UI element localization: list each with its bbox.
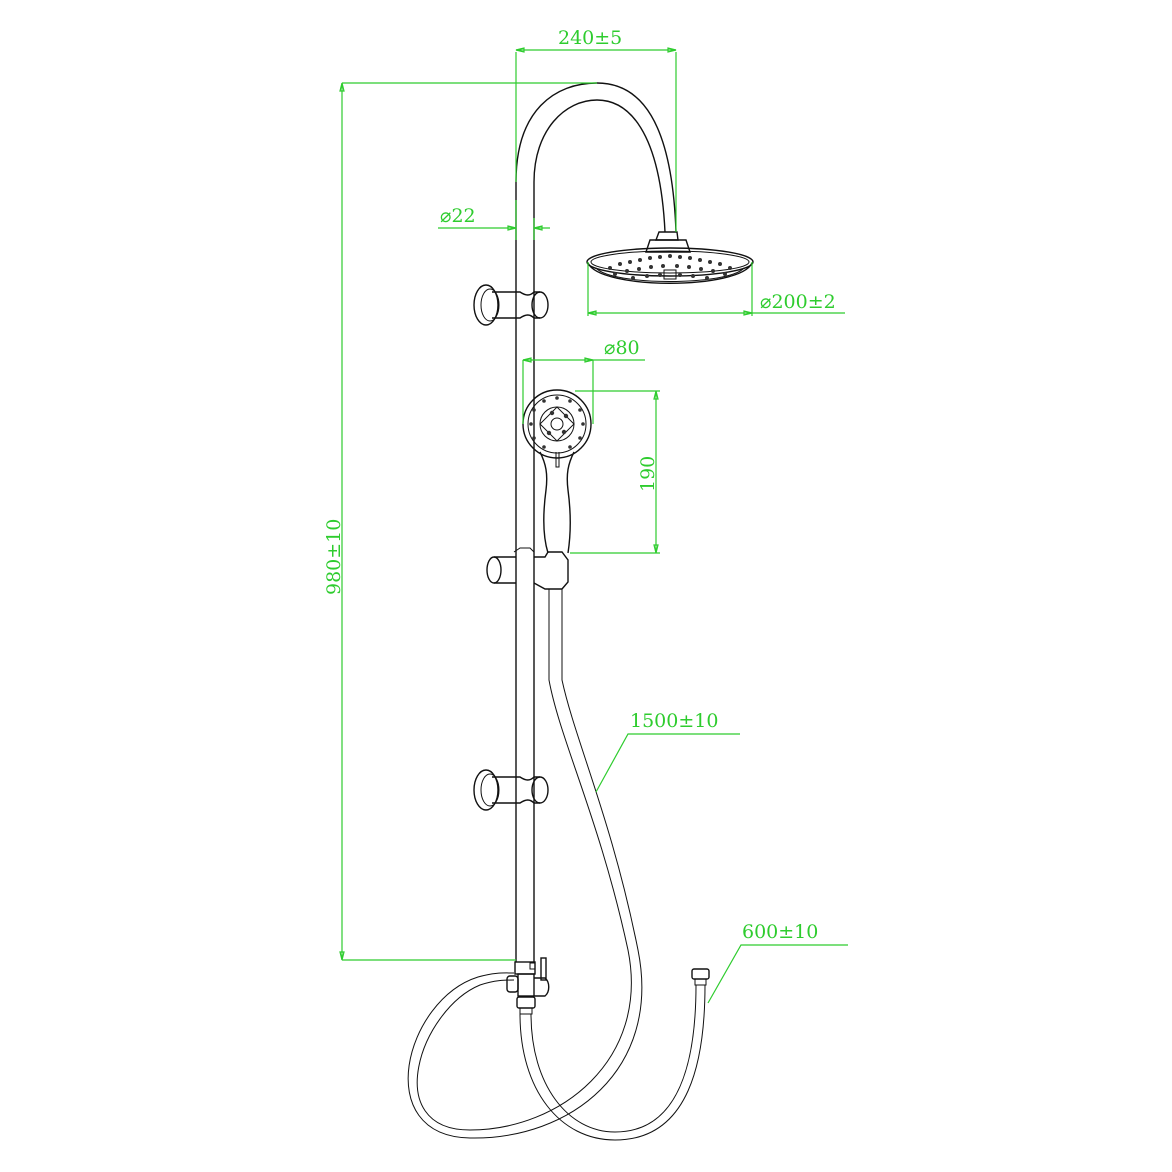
hand-shower-hose xyxy=(407,589,643,1139)
dimension-hand-shower-length: 190 xyxy=(570,390,660,554)
pipe-diameter-label: ⌀22 xyxy=(440,205,476,227)
diverter-valve xyxy=(506,957,550,1015)
hand-shower xyxy=(522,389,592,554)
supply-hose-length-label: 600±10 xyxy=(742,921,818,943)
hand-shower-diameter-label: ⌀80 xyxy=(604,337,640,359)
head-diameter-label: ⌀200±2 xyxy=(760,291,836,313)
wall-bracket-upper xyxy=(473,284,549,326)
dimension-hand-shower-diameter: ⌀80 xyxy=(522,337,645,424)
rain-shower-head xyxy=(586,247,754,284)
spray-nozzles xyxy=(608,254,732,280)
dimension-pipe-diameter: ⌀22 xyxy=(438,200,550,240)
hand-hose-length-label: 1500±10 xyxy=(630,710,718,732)
dimension-supply-hose-length: 600±10 xyxy=(707,921,848,1004)
dimension-column-height: 980±10 xyxy=(323,82,597,961)
dimension-arm-reach: 240±5 xyxy=(515,27,677,232)
wall-bracket-lower xyxy=(473,769,549,811)
arm-reach-label: 240±5 xyxy=(558,27,622,49)
hand-shower-nozzles xyxy=(529,396,585,449)
column-height-label: 980±10 xyxy=(323,519,345,595)
dimension-hand-hose-length: 1500±10 xyxy=(595,710,740,793)
shower-rail xyxy=(515,82,691,962)
hand-shower-length-label: 190 xyxy=(637,456,659,492)
slider-holder xyxy=(486,547,569,590)
dimension-head-diameter: ⌀200±2 xyxy=(587,262,845,316)
supply-hose xyxy=(519,968,710,1141)
